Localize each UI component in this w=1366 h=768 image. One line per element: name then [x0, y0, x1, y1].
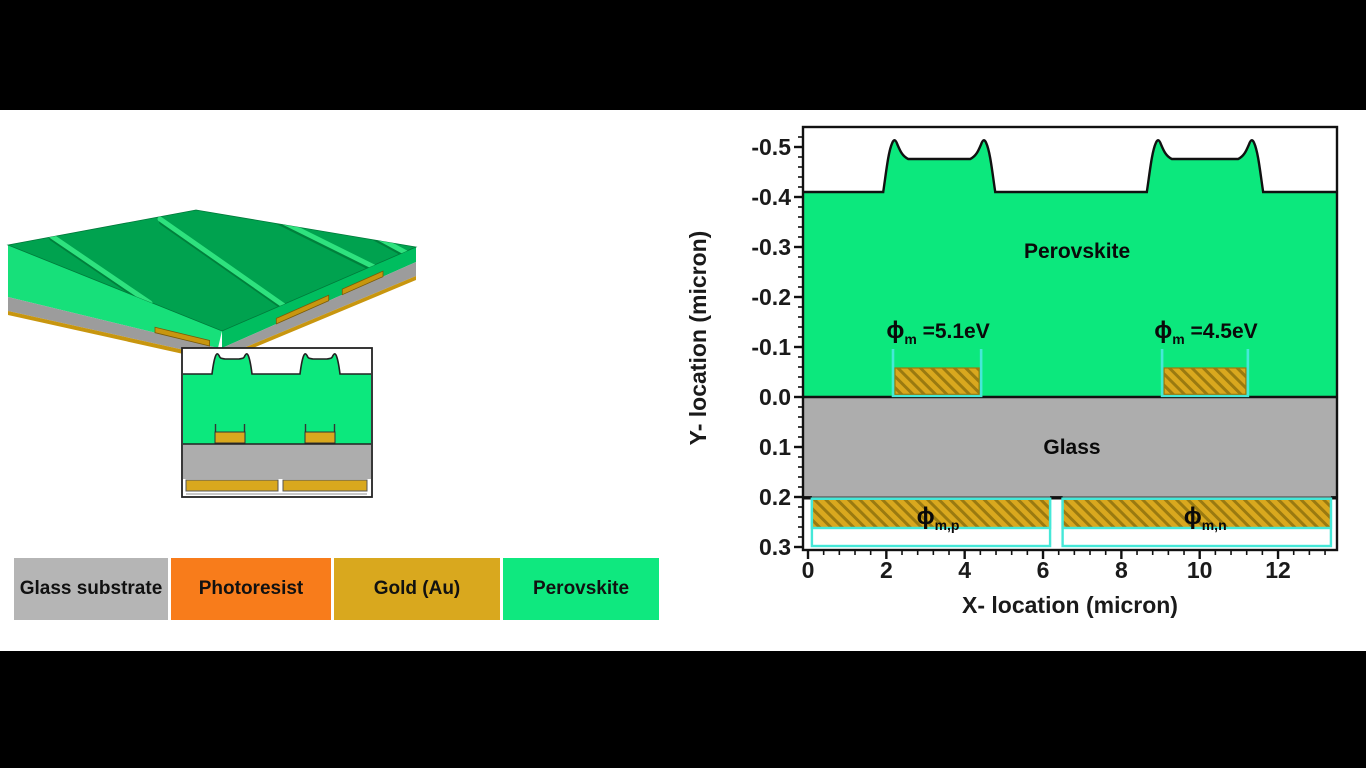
inset-bottom-contact — [282, 479, 368, 492]
x-tick-label: 10 — [1187, 557, 1213, 583]
top-contact-outline — [1160, 349, 1250, 398]
y-tick-label: 0.1 — [759, 434, 791, 460]
legend: Glass substrate Photoresist Gold (Au) Pe… — [14, 558, 659, 620]
y-tick-label: -0.3 — [751, 234, 791, 260]
y-tick-label: 0.2 — [759, 484, 791, 510]
x-tick-label: 8 — [1115, 557, 1128, 583]
perovskite-label: Perovskite — [1024, 240, 1130, 263]
x-tick-label: 0 — [802, 557, 815, 583]
simulation-cross-section-plot: ϕm =5.1eV ϕm =4.5eV ϕm,p ϕm,n PerovskiteGlas… — [685, 125, 1339, 618]
glass-label: Glass — [1043, 436, 1100, 459]
top-contact-outline — [891, 349, 983, 398]
y-tick-label: -0.4 — [751, 184, 791, 210]
legend-label: Gold (Au) — [373, 578, 461, 599]
inset-cross-section — [181, 347, 373, 498]
y-tick-label: -0.5 — [751, 134, 791, 160]
buried-gold-strip — [275, 294, 330, 325]
phi-label: ϕm =4.5eV — [1154, 317, 1257, 347]
phi-label: ϕm =5.1eV — [886, 317, 989, 347]
inset-perovskite — [183, 353, 371, 444]
slab-left-face — [8, 245, 222, 348]
buried-gold-strip — [154, 326, 211, 347]
top-contact-gold — [894, 367, 980, 395]
plot-frame — [801, 125, 1339, 552]
x-tick-label: 4 — [958, 557, 971, 583]
inset-bottom-contact — [185, 479, 279, 492]
perovskite-surface-line — [803, 139, 1337, 194]
legend-label: Perovskite — [532, 578, 630, 599]
legend-item-photoresist: Photoresist — [171, 558, 331, 620]
y-tick-label: -0.1 — [751, 334, 791, 360]
top-contact-gold — [1163, 367, 1247, 395]
inset-frame — [181, 347, 373, 498]
inset-top-contact — [304, 431, 336, 444]
legend-item-gold: Gold (Au) — [334, 558, 500, 620]
perovskite-region — [803, 140, 1337, 397]
x-axis-title: X- location (micron) — [962, 592, 1178, 618]
figure-content: Glass substrate Photoresist Gold (Au) Pe… — [0, 110, 1366, 651]
phi-label: ϕm,p — [917, 503, 960, 533]
buried-gold-strip — [341, 270, 384, 296]
y-tick-label: 0.0 — [759, 384, 791, 410]
legend-label: Photoresist — [198, 578, 304, 599]
phi-label: ϕm,n — [1184, 503, 1227, 533]
device-3d-schematic — [6, 209, 418, 361]
y-tick-label: -0.2 — [751, 284, 791, 310]
inset-glass — [183, 444, 371, 479]
bottom-contact-gold — [1061, 497, 1333, 530]
legend-item-glass-substrate: Glass substrate — [14, 558, 168, 620]
slab-front-face — [222, 247, 416, 348]
legend-item-perovskite: Perovskite — [503, 558, 659, 620]
inset-top-contact — [214, 431, 246, 444]
x-tick-label: 12 — [1265, 557, 1291, 583]
y-axis-title: Y- location (micron) — [685, 231, 711, 446]
y-tick-label: 0.3 — [759, 534, 791, 560]
x-tick-label: 2 — [880, 557, 893, 583]
bottom-contact-gold — [810, 497, 1052, 530]
legend-label: Glass substrate — [19, 578, 163, 599]
x-tick-label: 6 — [1037, 557, 1050, 583]
glass-region — [803, 397, 1337, 497]
